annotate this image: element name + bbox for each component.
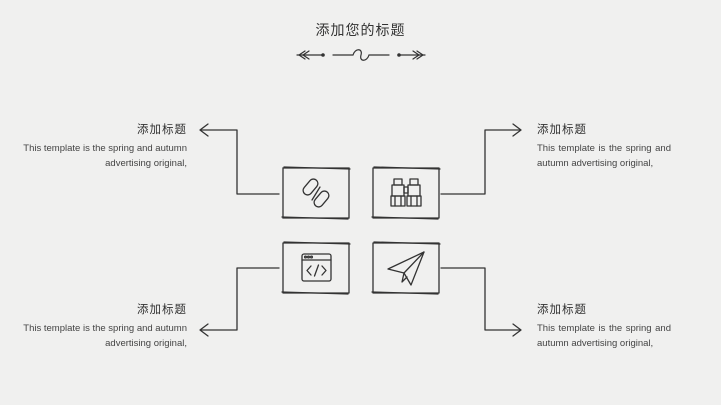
block-body: This template is the spring and autumn a… — [23, 323, 187, 349]
paper-plane-icon — [371, 241, 441, 295]
text-block-bottom-left: 添加标题 This template is the spring and aut… — [17, 301, 187, 351]
icon-box-top-left — [281, 166, 351, 220]
page-title: 添加您的标题 — [315, 23, 406, 39]
block-heading: 添加标题 — [537, 122, 587, 136]
icon-box-top-right — [371, 166, 441, 220]
text-block-top-left: 添加标题 This template is the spring and aut… — [17, 121, 187, 171]
binoculars-icon — [371, 166, 441, 220]
code-window-icon — [281, 241, 351, 295]
block-body: This template is the spring and autumn a… — [537, 143, 671, 169]
block-body: This template is the spring and autumn a… — [23, 143, 187, 169]
block-heading: 添加标题 — [137, 302, 187, 316]
block-heading: 添加标题 — [137, 122, 187, 136]
icon-box-bottom-right — [371, 241, 441, 295]
block-body: This template is the spring and autumn a… — [537, 323, 671, 349]
link-icon — [281, 166, 351, 220]
ornament-divider — [296, 49, 426, 61]
block-heading: 添加标题 — [537, 302, 587, 316]
icon-box-bottom-left — [281, 241, 351, 295]
text-block-top-right: 添加标题 This template is the spring and aut… — [537, 121, 671, 171]
text-block-bottom-right: 添加标题 This template is the spring and aut… — [537, 301, 671, 351]
